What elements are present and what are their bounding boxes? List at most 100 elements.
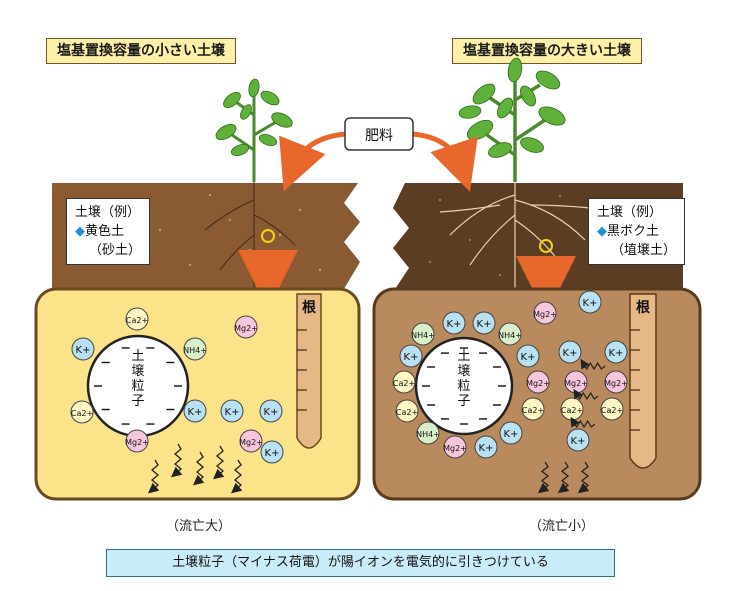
soil-particle-char: 土 (457, 349, 470, 364)
leaf-group-right (458, 57, 566, 158)
leaf-icon (223, 91, 241, 109)
svg-text:K+: K+ (477, 319, 492, 330)
svg-text:K+: K+ (583, 298, 598, 309)
wavy-arrow-icon (171, 443, 183, 478)
root-left (296, 293, 322, 449)
soil-particle-char: 粒 (131, 379, 144, 394)
soil-label-right-type: ◆黒ボク土 (597, 222, 676, 241)
plant-right-stem (485, 75, 546, 182)
ion-k: K+ (604, 340, 628, 364)
ion-ca: Ca2+ (560, 397, 584, 421)
leaf-icon (520, 137, 544, 153)
svg-text:K+: K+ (447, 319, 462, 330)
diamond-icon: ◆ (597, 224, 607, 239)
svg-text:NH4+: NH4+ (498, 331, 522, 340)
soil-label-right: 土壌（例） ◆黒ボク土 （埴壌土） (588, 198, 686, 265)
roots-right (439, 180, 591, 289)
svg-text:Mg2+: Mg2+ (239, 438, 263, 447)
svg-text:Ca2+: Ca2+ (561, 406, 583, 415)
svg-text:Mg2+: Mg2+ (533, 310, 557, 319)
minus-marks (94, 347, 506, 425)
leaf-icon (520, 85, 536, 107)
leaf-icon (535, 70, 561, 90)
ion-k: K+ (442, 311, 466, 335)
leaf-icon (488, 142, 512, 158)
svg-text:Mg2+: Mg2+ (125, 438, 149, 447)
bottom-note: 土壌粒子（マイナス荷電）が陽イオンを電気的に引きつけている (106, 549, 615, 577)
ion-k: K+ (472, 311, 496, 335)
svg-text:K+: K+ (264, 407, 279, 418)
wavy-arrow-icon (573, 388, 599, 401)
leaching-arrows (148, 443, 590, 494)
leaf-icon (215, 124, 237, 140)
svg-text:K+: K+ (504, 429, 519, 440)
ion-k: K+ (558, 340, 582, 364)
svg-text:NH4+: NH4+ (183, 346, 207, 355)
svg-text:Ca2+: Ca2+ (71, 409, 93, 418)
wavy-arrow-icon (557, 461, 570, 494)
svg-text:Ca2+: Ca2+ (522, 406, 544, 415)
leaf-icon (258, 134, 278, 146)
wavy-arrow-icon (148, 459, 160, 494)
root-label-right: 根 (636, 299, 651, 316)
fertilizer-granule-icon (261, 229, 275, 243)
ion-nh4: NH4+ (183, 337, 207, 361)
svg-text:K+: K+ (265, 448, 280, 459)
soil-particle-char: 壌 (131, 364, 144, 379)
ion-ca: Ca2+ (521, 397, 545, 421)
wavy-arrow-icon (537, 461, 550, 494)
wavy-arrow-icon (231, 459, 243, 494)
svg-text:K+: K+ (76, 345, 91, 356)
soil-label-right-subtype: （埴壌土） (611, 243, 677, 258)
ion-ca: Ca2+ (70, 400, 94, 424)
root-hairs-left (297, 329, 307, 411)
svg-text:NH4+: NH4+ (416, 430, 440, 439)
title-right: 塩基置換容量の大きい土壌 (452, 38, 642, 64)
ion-k: K+ (259, 399, 283, 423)
soil-label-left-type: ◆黄色土 (75, 222, 141, 241)
fertilizer-granule-icon (539, 239, 553, 253)
ion-k: K+ (516, 344, 540, 368)
soil-type-right: 黒ボク土 (607, 224, 660, 239)
svg-text:Ca2+: Ca2+ (126, 316, 148, 325)
svg-text:K+: K+ (479, 443, 494, 454)
svg-text:NH4+: NH4+ (411, 331, 435, 340)
ion-k: K+ (474, 435, 498, 459)
svg-text:K+: K+ (521, 352, 536, 363)
ion-nh4: NH4+ (416, 421, 440, 445)
attraction-arrows (570, 358, 606, 429)
ion-mg: Mg2+ (604, 370, 628, 394)
wavy-arrow-icon (193, 451, 205, 486)
leaf-icon (538, 106, 566, 126)
curved-arrow-icon (279, 131, 346, 192)
ion-k: K+ (260, 440, 284, 464)
ion-mg: Mg2+ (443, 435, 467, 459)
ion-k: K+ (578, 290, 602, 314)
leaf-icon (248, 78, 260, 98)
svg-text:K+: K+ (404, 352, 419, 363)
curved-arrow-icon (412, 131, 478, 192)
fertilizer-box (344, 117, 414, 151)
ion-nh4: NH4+ (498, 322, 522, 346)
svg-text:Mg2+: Mg2+ (604, 379, 628, 388)
ion-mg: Mg2+ (234, 315, 258, 339)
soil-type-left: 黄色土 (85, 224, 125, 239)
ion-k: K+ (399, 344, 423, 368)
svg-text:Mg2+: Mg2+ (443, 444, 467, 453)
soil-particle-char: 壌 (457, 364, 470, 379)
ion-k: K+ (499, 421, 523, 445)
soil-particle-char: 子 (131, 394, 144, 409)
ion-mg: Mg2+ (125, 429, 149, 453)
ion-k: K+ (566, 428, 590, 452)
title-left: 塩基置換容量の小さい土壌 (46, 38, 236, 64)
leaf-icon (240, 104, 252, 120)
diamond-icon: ◆ (75, 224, 85, 239)
ion-mg: Mg2+ (526, 370, 550, 394)
leaf-icon (230, 144, 250, 156)
root-hairs-right (630, 329, 640, 431)
ion-group: Ca2+NH4+K+K+Ca2+Mg2+Mg2+K+K+Mg2+K+K+Mg2+… (70, 290, 628, 464)
leaf-icon (260, 90, 280, 106)
svg-text:K+: K+ (571, 436, 586, 447)
